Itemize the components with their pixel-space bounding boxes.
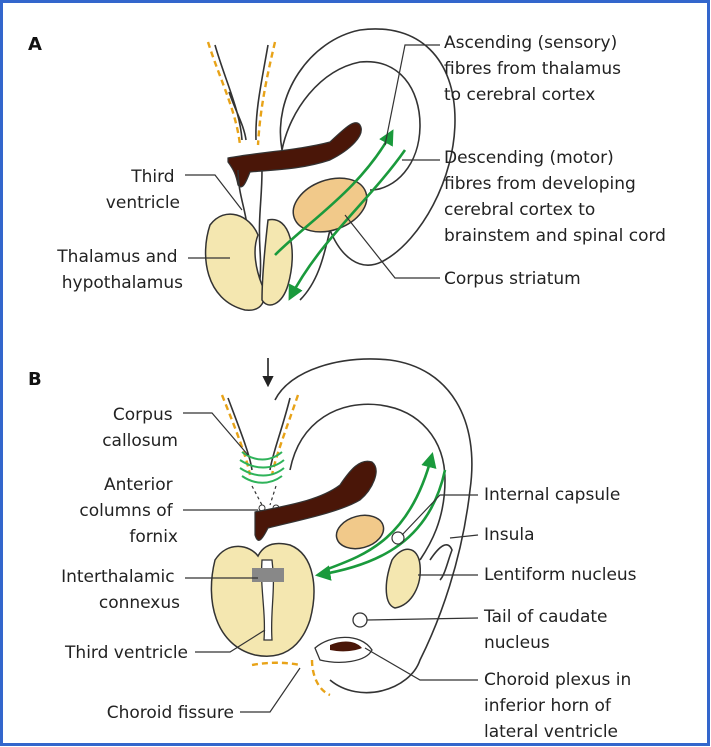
interthalamic-connexus [252, 568, 284, 582]
svg-text:Internal capsule: Internal capsule [484, 485, 620, 505]
label-third-ventricle-b: Third ventricle [64, 643, 188, 663]
label-lentiform: Lentiform nucleus [484, 565, 637, 585]
label-choroid-plexus-2: inferior horn of [484, 696, 612, 716]
svg-text:Corpus striatum: Corpus striatum [444, 269, 581, 289]
label-choroid-plexus-1: Choroid plexus in [484, 670, 631, 690]
label-choroid-fissure: Choroid fissure [107, 703, 234, 723]
label-descending-4: brainstem and spinal cord [444, 226, 666, 246]
label-anterior-columns-3: fornix [129, 527, 178, 547]
label-descending-2: fibres from developing [444, 174, 636, 194]
label-thalamus-1: Thalamus and [56, 247, 177, 267]
label-insula: Insula [484, 525, 535, 545]
label-corpus-callosum-2: callosum [102, 431, 178, 451]
tail-caudate-marker [353, 613, 367, 627]
label-interthalamic-2: connexus [99, 593, 180, 613]
label-corpus-striatum: Corpus striatum [444, 269, 581, 289]
label-ascending-1: Ascending (sensory) [444, 33, 617, 53]
label-choroid-plexus-3: lateral ventricle [484, 722, 618, 742]
label-corpus-callosum-1: Corpus [113, 405, 173, 425]
label-interthalamic-1: Interthalamic [61, 567, 175, 587]
label-anterior-columns-2: columns of [79, 501, 173, 521]
label-tail-caudate-1: Tail of caudate [483, 607, 608, 627]
svg-text:Choroid plexus in inferior: Choroid plexus in inferior horn of later… [484, 670, 637, 742]
label-internal-capsule: Internal capsule [484, 485, 620, 505]
label-thalamus-2: hypothalamus [62, 273, 183, 293]
svg-text:Third ventricle: Third ventricle [64, 643, 188, 663]
label-descending-1: Descending (motor) [444, 148, 614, 168]
panel-a-letter: A [28, 34, 42, 55]
label-anterior-columns-1: Anterior [104, 475, 173, 495]
label-ascending-2: fibres from thalamus [444, 59, 621, 79]
svg-text:Lentiform nucleus: Lentiform nucleus [484, 565, 637, 585]
label-tail-caudate-2: nucleus [484, 633, 550, 653]
svg-text:Choroid fissure: Choroid fissure [107, 703, 234, 723]
svg-text:Insula: Insula [484, 525, 535, 545]
label-descending-3: cerebral cortex to [444, 200, 595, 220]
label-third-ventricle-a-1: Third [130, 167, 174, 187]
label-ascending-3: to cerebral cortex [444, 85, 595, 105]
panel-b-letter: B [28, 369, 42, 390]
label-third-ventricle-a-2: ventricle [106, 193, 180, 213]
